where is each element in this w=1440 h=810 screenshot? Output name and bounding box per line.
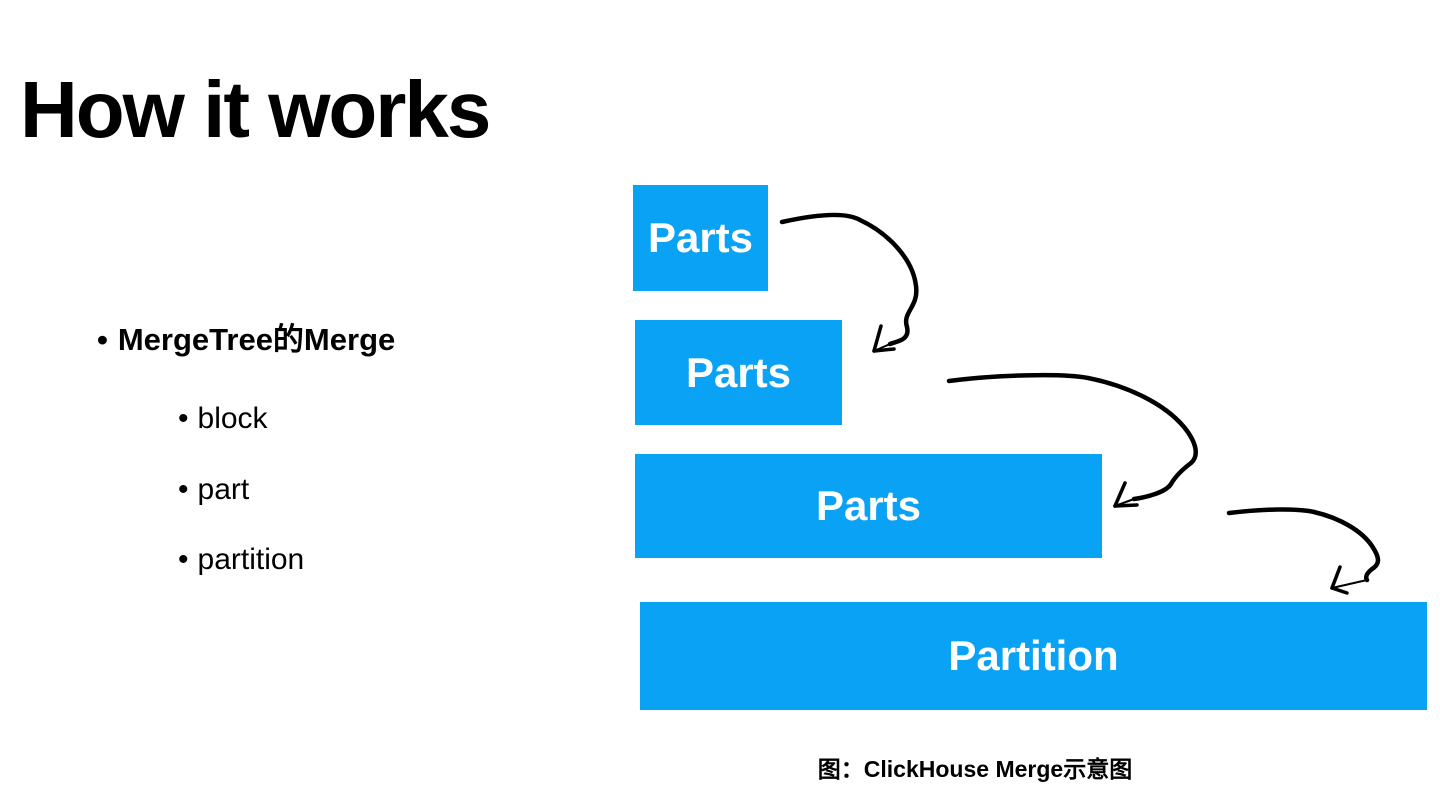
merge-arrow-icon (1226, 507, 1381, 595)
diagram-box-parts-1: Parts (633, 185, 768, 291)
bullet-part: • part (178, 473, 249, 508)
diagram-box-parts-3-label: Parts (815, 482, 922, 529)
bullet-block: • block (178, 402, 268, 437)
bullet-block-label: block (197, 402, 268, 435)
diagram-box-partition-label: Partition (948, 632, 1119, 679)
bullet-partition: • partition (178, 543, 304, 578)
diagram-box-partition: Partition (640, 602, 1427, 710)
bullet-mergetree-merge-label: MergeTree的Merge (117, 322, 396, 357)
diagram-caption: 图：ClickHouse Merge示意图 (817, 756, 1133, 782)
bullet-marker: • (178, 543, 189, 576)
diagram-box-parts-2-label: Parts (685, 348, 792, 396)
bullet-marker: • (178, 402, 189, 435)
bullet-partition-label: partition (197, 543, 305, 576)
diagram-box-parts-1-label: Parts (647, 214, 754, 261)
bullet-marker: • (178, 473, 189, 506)
bullet-mergetree-merge: • MergeTree的Merge (97, 322, 395, 358)
slide-title: How it works (20, 65, 491, 154)
bullet-marker: • (97, 322, 108, 357)
bullet-part-label: part (197, 473, 250, 506)
diagram-box-parts-3: Parts (635, 454, 1102, 558)
diagram-box-parts-2: Parts (635, 320, 842, 425)
